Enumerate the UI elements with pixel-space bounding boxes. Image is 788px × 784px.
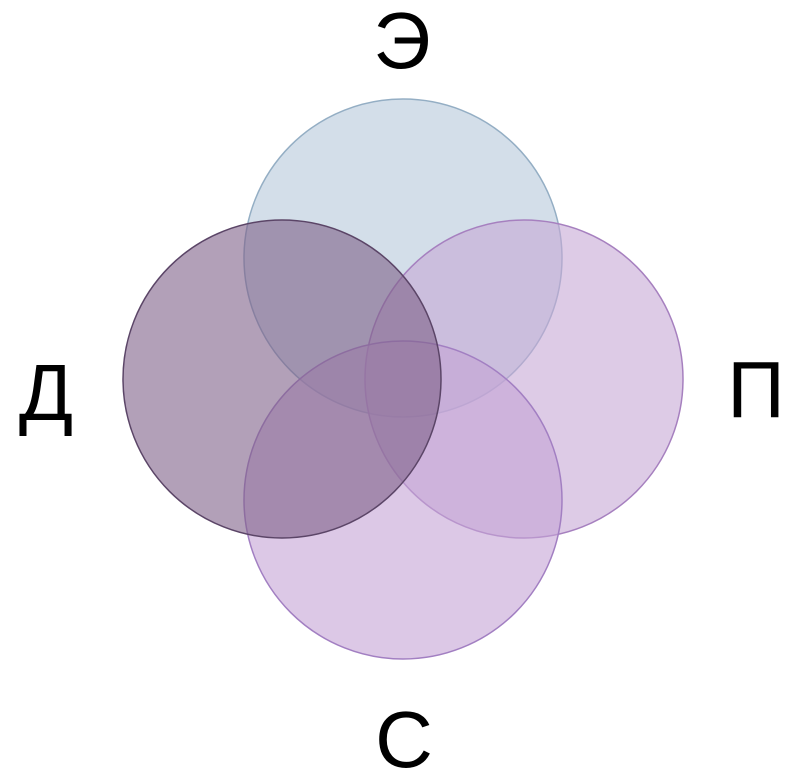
label-top: Э [373, 0, 431, 85]
label-bottom: С [375, 695, 433, 784]
circle-left [122, 219, 442, 539]
label-right: П [727, 345, 785, 434]
label-left: Д [18, 348, 74, 437]
